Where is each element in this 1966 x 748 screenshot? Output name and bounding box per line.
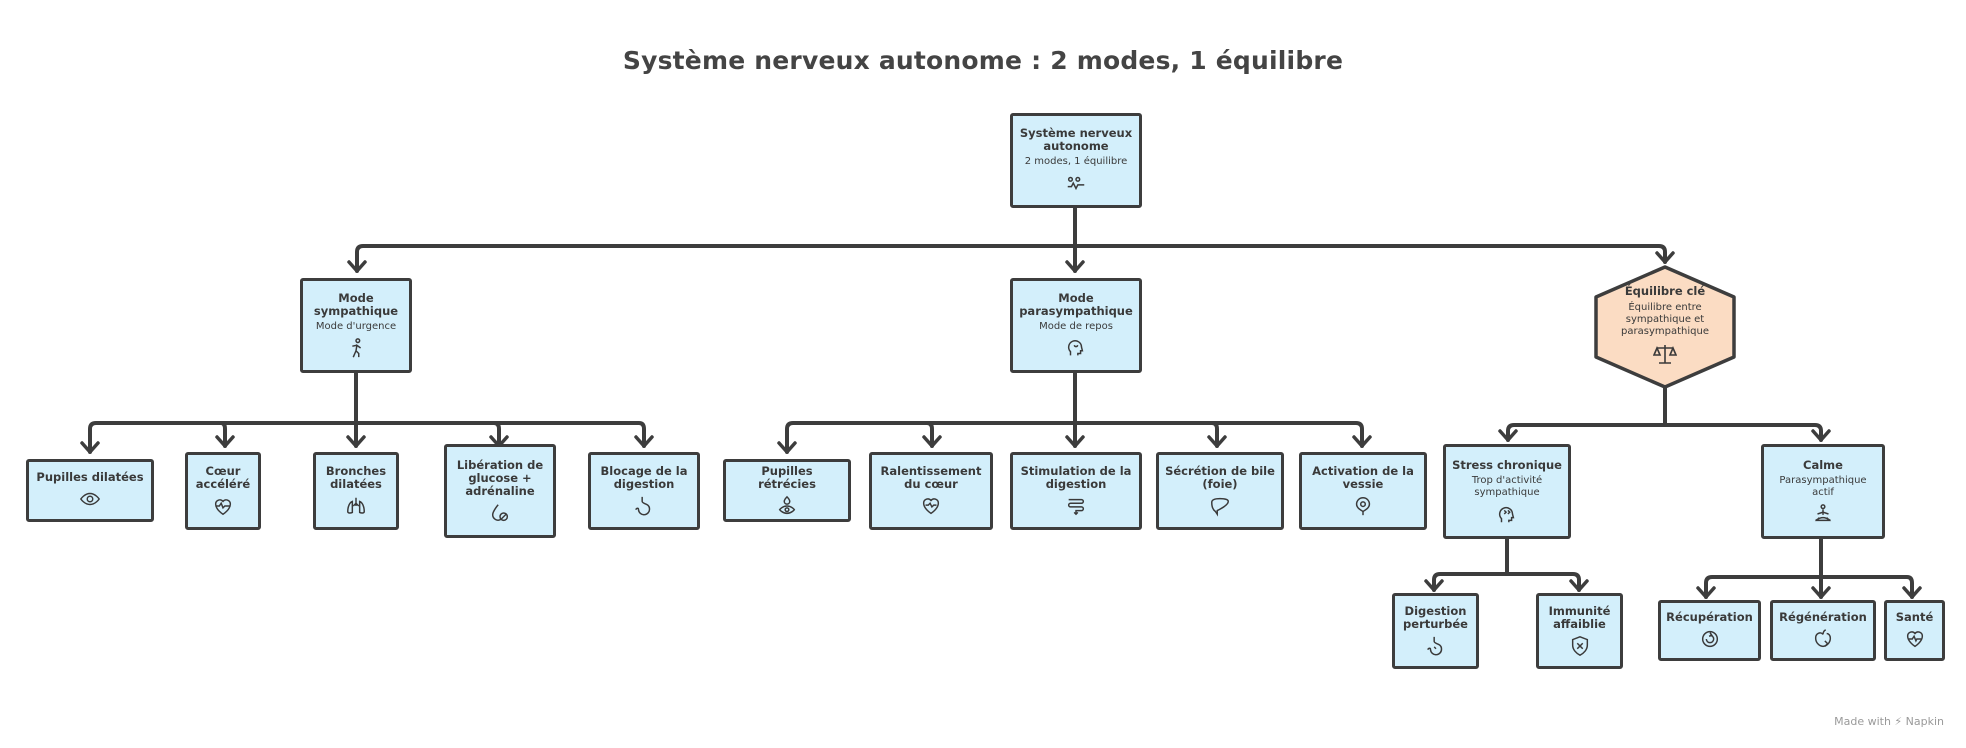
- node-ralentissement-coeur: Ralentissement du cœur: [869, 452, 993, 530]
- eye-icon: [77, 488, 103, 510]
- node-label: Régénération: [1779, 610, 1867, 624]
- node-secretion-bile: Sécrétion de bile (foie): [1156, 452, 1284, 530]
- liver-icon: [1207, 495, 1233, 517]
- node-label: Libération de glucose + adrénaline: [456, 457, 544, 498]
- calm-head-icon: [1063, 337, 1089, 359]
- nervous-system-icon: [1063, 172, 1089, 194]
- node-regeneration: Régénération: [1770, 600, 1876, 661]
- node-label: Récupération: [1666, 610, 1753, 624]
- napkin-credit: Made with ⚡ Napkin: [1834, 715, 1944, 728]
- node-label: Ralentissement du cœur: [880, 464, 982, 491]
- stomach-icon: [631, 495, 657, 517]
- shield-x-icon: [1567, 635, 1593, 657]
- node-root: Système nerveux autonome 2 modes, 1 équi…: [1010, 113, 1142, 208]
- regeneration-icon: [1810, 628, 1836, 650]
- node-balance: Équilibre clé Équilibre entre sympathiqu…: [1592, 264, 1738, 390]
- running-person-icon: [343, 337, 369, 359]
- scales-icon: [1652, 338, 1678, 369]
- node-parasympathetic: Mode parasympathique Mode de repos: [1010, 278, 1142, 373]
- heart-pulse-icon: [210, 495, 236, 517]
- node-immunite-affaiblie: Immunité affaiblie: [1536, 593, 1623, 669]
- stomach-icon: [1423, 635, 1449, 657]
- node-sublabel: Parasympathique actif: [1779, 474, 1867, 498]
- node-bronches-dilatees: Bronches dilatées: [313, 452, 399, 530]
- node-sympathetic-subtitle: Mode d'urgence: [315, 321, 397, 332]
- node-parasympathetic-title: Mode parasympathique: [1019, 291, 1133, 318]
- node-calme: Calme Parasympathique actif: [1761, 444, 1885, 539]
- node-label: Pupilles rétrécies: [758, 463, 816, 491]
- node-balance-title: Équilibre clé: [1624, 284, 1706, 298]
- stressed-head-icon: [1494, 503, 1520, 525]
- node-stimulation-digestion: Stimulation de la digestion: [1010, 452, 1142, 530]
- node-pupilles-dilatees: Pupilles dilatées: [26, 459, 154, 522]
- node-sympathetic: Mode sympathique Mode d'urgence: [300, 278, 412, 373]
- node-activation-vessie: Activation de la vessie: [1299, 452, 1427, 530]
- node-sympathetic-title: Mode sympathique: [313, 291, 399, 318]
- node-label: Santé: [1895, 610, 1934, 624]
- meditation-icon: [1810, 503, 1836, 525]
- node-balance-subtitle: Équilibre entre sympathique et parasympa…: [1621, 302, 1709, 337]
- node-label: Sécrétion de bile (foie): [1165, 464, 1275, 491]
- node-label: Digestion perturbée: [1403, 604, 1468, 631]
- node-root-title: Système nerveux autonome: [1019, 126, 1133, 153]
- node-label: Stimulation de la digestion: [1020, 464, 1132, 491]
- bladder-icon: [1350, 495, 1376, 517]
- node-label: Stress chronique: [1452, 457, 1562, 472]
- heart-icon: [918, 495, 944, 517]
- node-label: Immunité affaiblie: [1548, 604, 1611, 631]
- node-label: Blocage de la digestion: [600, 464, 688, 491]
- node-root-subtitle: 2 modes, 1 équilibre: [1024, 156, 1128, 167]
- node-coeur-accelere: Cœur accéléré: [185, 452, 261, 530]
- node-stress-chronique: Stress chronique Trop d'activité sympath…: [1443, 444, 1571, 539]
- node-parasympathetic-subtitle: Mode de repos: [1039, 321, 1113, 332]
- node-label: Pupilles dilatées: [36, 470, 144, 484]
- node-sante: Santé: [1884, 600, 1945, 661]
- node-label: Calme: [1803, 457, 1843, 472]
- node-label: Cœur accéléré: [195, 464, 251, 491]
- recovery-icon: [1697, 628, 1723, 650]
- node-label: Activation de la vessie: [1312, 464, 1414, 491]
- node-liberation-glucose: Libération de glucose + adrénaline: [444, 444, 556, 538]
- intestine-icon: [1063, 495, 1089, 517]
- node-label: Bronches dilatées: [325, 464, 387, 491]
- node-sublabel: Trop d'activité sympathique: [1471, 474, 1543, 498]
- node-digestion-perturbee: Digestion perturbée: [1392, 593, 1479, 669]
- health-heart-icon: [1902, 628, 1928, 650]
- diagram-title: Système nerveux autonome : 2 modes, 1 éq…: [622, 46, 1344, 75]
- drop-blocked-icon: [487, 502, 513, 524]
- node-blocage-digestion: Blocage de la digestion: [588, 452, 700, 530]
- node-recuperation: Récupération: [1658, 600, 1761, 661]
- lungs-icon: [343, 495, 369, 517]
- eye-drop-icon: [774, 495, 800, 517]
- node-pupilles-retrecies: Pupilles rétrécies: [723, 459, 851, 522]
